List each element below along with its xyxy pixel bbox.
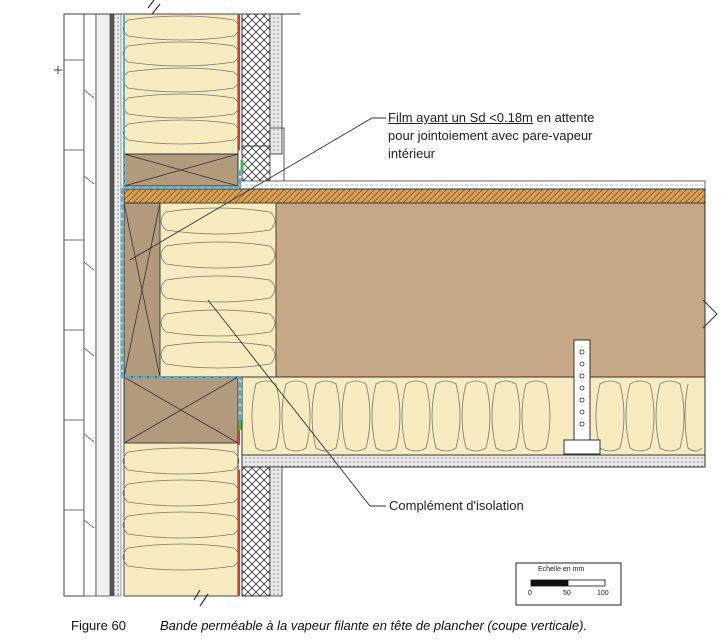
complement-isolation-annotation: Complément d'isolation <box>389 498 524 513</box>
leader-lines <box>129 117 386 507</box>
rain-screen-layer <box>95 13 122 597</box>
film-annotation-line2: pour jointoiement avec pare-vapeur <box>388 128 593 143</box>
upper-wall <box>64 0 300 187</box>
scale-title: Echelle en mm <box>538 566 585 573</box>
scale-tick-100: 100 <box>597 590 609 597</box>
lower-wall <box>122 376 283 607</box>
film-annotation: Film ayant un Sd <0.18m en attente pour … <box>388 109 594 163</box>
scale-bar <box>515 562 622 606</box>
film-annotation-line1-rest: en attente <box>532 110 595 125</box>
figure-caption: Bande perméable à la vapeur filante en t… <box>160 618 588 633</box>
scale-tick-0: 0 <box>528 590 532 597</box>
exterior-cladding <box>54 13 97 597</box>
film-annotation-line3: intérieur <box>388 146 435 161</box>
scale-tick-50: 50 <box>563 590 571 597</box>
vapour-permeable-film-blue <box>121 14 241 430</box>
film-annotation-line1-underlined: Film ayant un Sd <0.18m <box>388 110 533 125</box>
floor-slab <box>123 180 718 378</box>
figure-number: Figure 60 <box>71 618 126 633</box>
